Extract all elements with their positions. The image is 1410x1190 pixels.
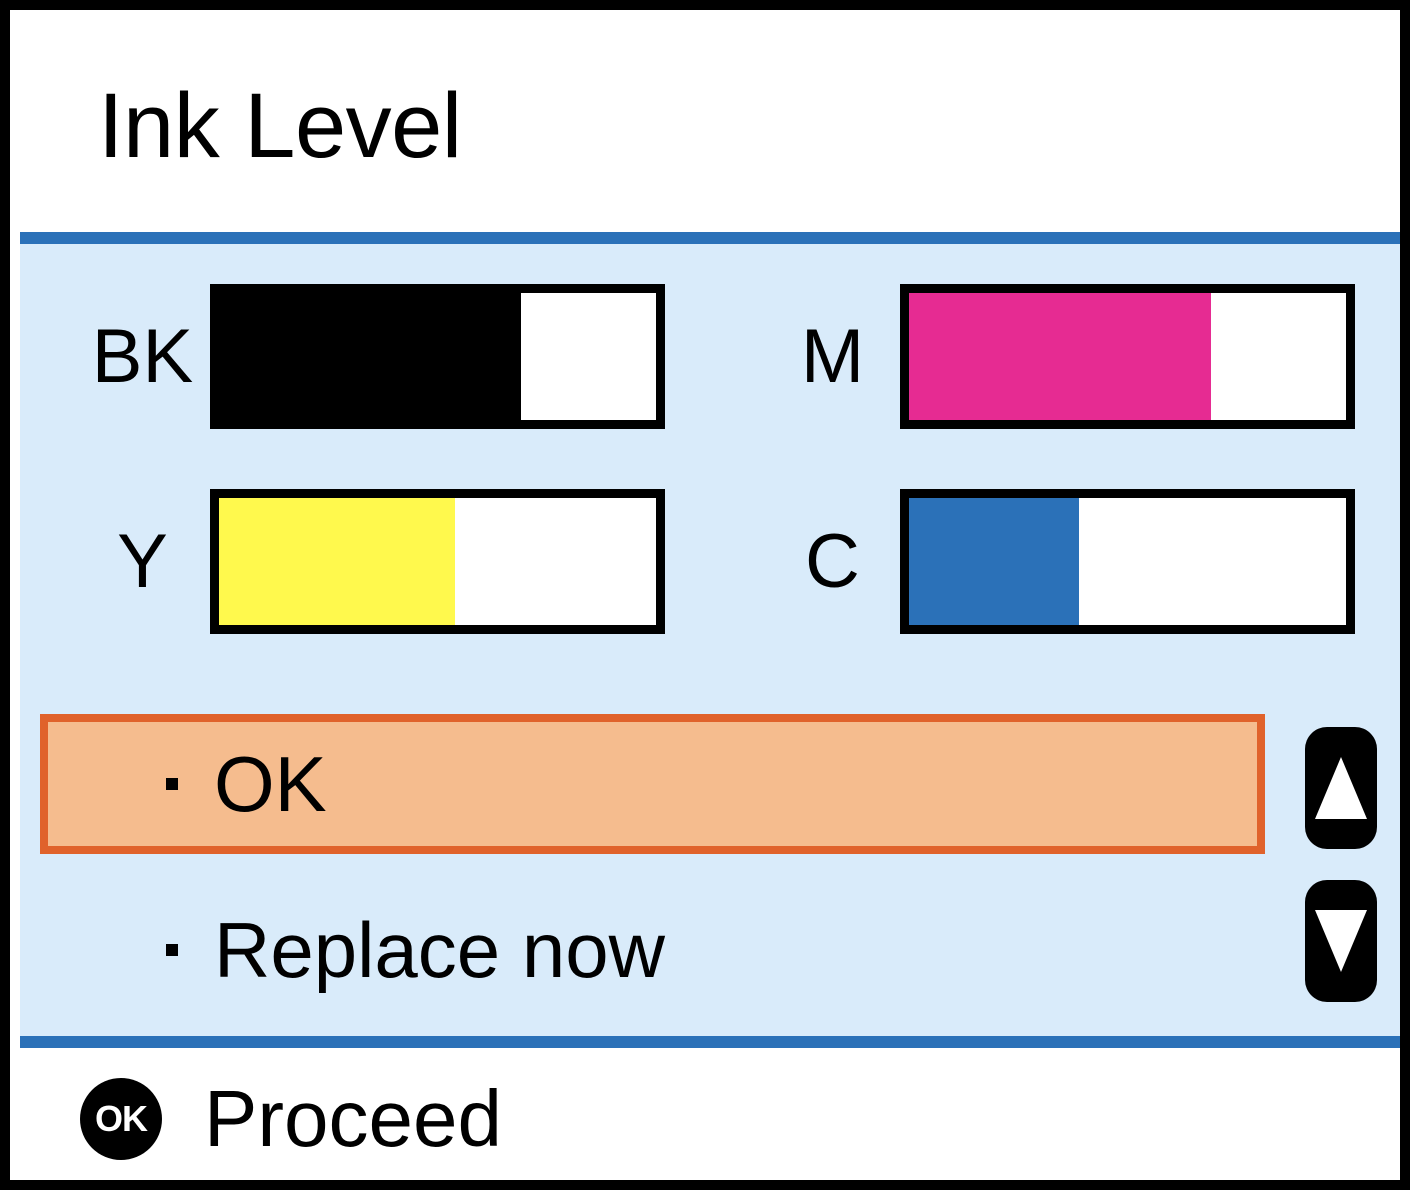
header-bar: Ink Level bbox=[20, 20, 1400, 232]
ink-gauge-m bbox=[900, 284, 1355, 429]
ink-row-bk: BK bbox=[75, 284, 665, 429]
scroll-down-button[interactable] bbox=[1305, 880, 1377, 1002]
ink-label-y: Y bbox=[117, 518, 168, 604]
ink-fill-m bbox=[909, 293, 1211, 420]
bullet-icon bbox=[166, 778, 178, 790]
scroll-up-button[interactable] bbox=[1305, 727, 1377, 849]
menu-item-replace-now[interactable]: Replace now bbox=[40, 880, 1265, 1020]
ink-row-y: Y bbox=[75, 489, 665, 634]
footer-bar: OK Proceed bbox=[20, 1048, 1400, 1180]
divider-bottom bbox=[20, 1036, 1400, 1048]
triangle-up-icon bbox=[1315, 757, 1367, 819]
ink-gauge-y bbox=[210, 489, 665, 634]
ink-label-m: M bbox=[800, 313, 865, 399]
ink-gauge-bk bbox=[210, 284, 665, 429]
ink-label-bk: BK bbox=[91, 313, 194, 399]
menu-item-label: Replace now bbox=[214, 906, 665, 994]
ink-fill-y bbox=[219, 498, 455, 625]
divider-top bbox=[20, 232, 1400, 244]
ink-label-c: C bbox=[805, 518, 860, 604]
ink-row-m: M bbox=[765, 284, 1355, 429]
menu-item-ok[interactable]: OK bbox=[40, 714, 1265, 854]
page-title: Ink Level bbox=[98, 75, 462, 177]
ink-fill-c bbox=[909, 498, 1080, 625]
ok-button-icon[interactable]: OK bbox=[80, 1078, 162, 1160]
ink-gauge-c bbox=[900, 489, 1355, 634]
content-panel: BK M Y C OK bbox=[20, 244, 1400, 1036]
ink-row-c: C bbox=[765, 489, 1355, 634]
bullet-icon bbox=[166, 944, 178, 956]
menu-item-label: OK bbox=[214, 740, 327, 828]
triangle-down-icon bbox=[1315, 910, 1367, 972]
footer-action-label: Proceed bbox=[204, 1074, 502, 1163]
ink-fill-bk bbox=[219, 293, 521, 420]
